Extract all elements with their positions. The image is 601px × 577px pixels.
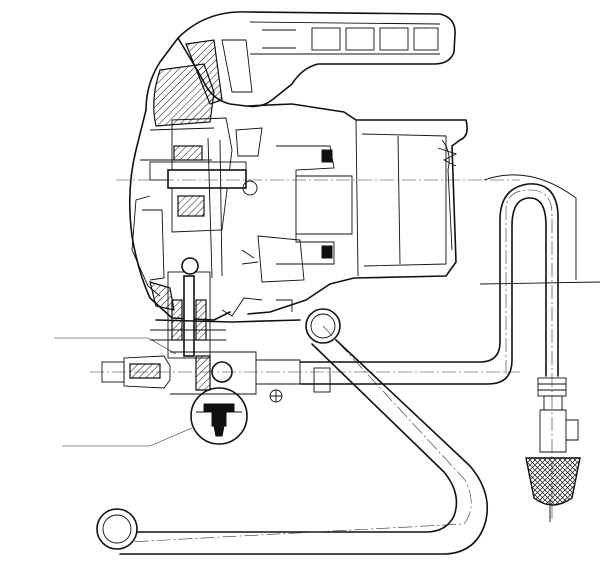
leader-line-upper xyxy=(54,337,177,355)
motor-icon xyxy=(241,103,468,315)
pressure-valve-icon xyxy=(90,351,520,403)
inlet-strainer-icon xyxy=(525,377,581,506)
detail-circle-icon xyxy=(190,387,248,445)
suction-tube-icon xyxy=(299,174,601,520)
pump-block-icon xyxy=(150,257,301,359)
handle-icon xyxy=(177,11,456,108)
leader-line-lower xyxy=(62,427,193,447)
gear-housing-icon xyxy=(116,117,520,279)
return-hose-icon xyxy=(96,308,489,555)
leader-lines xyxy=(54,337,193,447)
frame-tube-icon xyxy=(221,297,551,522)
